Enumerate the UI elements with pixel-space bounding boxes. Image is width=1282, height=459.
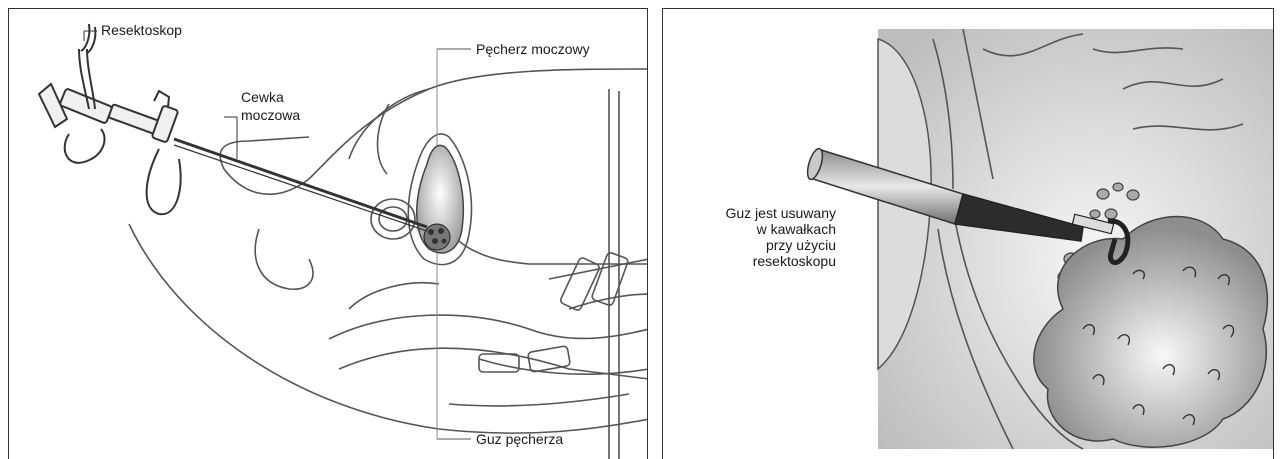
label-tumor: Guz pęcherza — [476, 431, 563, 448]
resectoscope-device — [39, 24, 181, 214]
caption-line2: w kawałkach — [757, 221, 836, 238]
tumor-shape — [424, 224, 450, 250]
anatomy-illustration — [9, 9, 648, 459]
closeup-illustration — [663, 9, 1274, 459]
closeup-panel: Guz jest usuwany w kawałkach przy użyciu… — [662, 8, 1274, 459]
caption-line4: resektoskopu — [753, 253, 836, 270]
label-urethra-line2: moczowa — [241, 107, 300, 124]
anatomy-panel: Resektoskop Cewka moczowa Pęcherz moczow… — [8, 8, 648, 459]
caption-line3: przy użyciu — [766, 237, 836, 254]
label-resectoscope: Resektoskop — [101, 22, 182, 39]
caption-line1: Guz jest usuwany — [726, 205, 837, 222]
label-bladder: Pęcherz moczowy — [476, 41, 590, 58]
label-urethra-line1: Cewka — [241, 89, 284, 106]
